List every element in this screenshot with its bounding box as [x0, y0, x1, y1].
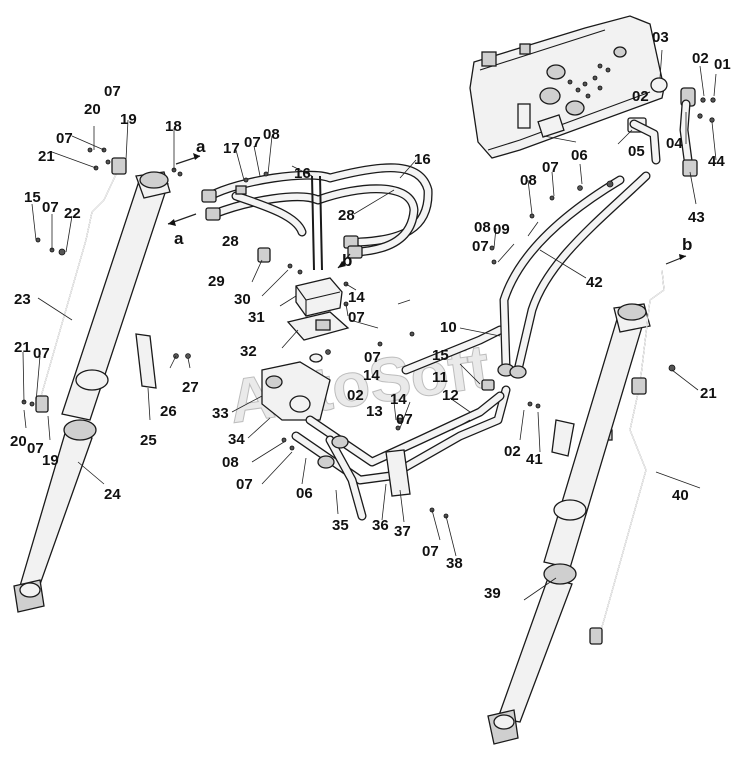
callout-label: 33 [212, 405, 229, 422]
callout-label: 05 [628, 143, 645, 160]
callout-label: 17 [223, 140, 240, 157]
callout-label: 21 [14, 339, 31, 356]
callout-label: 20 [10, 433, 27, 450]
callout-label: 07 [33, 345, 50, 362]
callout-label: 07 [56, 130, 73, 147]
callout-label: 42 [586, 274, 603, 291]
callout-label: 15 [432, 347, 449, 364]
callout-label: 08 [263, 126, 280, 143]
callout-label: 06 [296, 485, 313, 502]
callout-label: 07 [396, 411, 413, 428]
valve-block [257, 247, 350, 421]
callout-label: 18 [165, 118, 182, 135]
callout-label: 19 [120, 111, 137, 128]
callout-label: 04 [666, 135, 683, 152]
callout-label: 35 [332, 517, 349, 534]
callout-label: 08 [222, 454, 239, 471]
left-lift-cylinder [13, 171, 171, 613]
callout-label: 28 [338, 207, 355, 224]
callout-label: 07 [364, 349, 381, 366]
callout-label: 29 [208, 273, 225, 290]
callout-label: 25 [140, 432, 157, 449]
bracket-41 [551, 419, 575, 457]
callout-label: 07 [348, 309, 365, 326]
callout-label: 14 [363, 367, 380, 384]
connection-letter: b [342, 251, 352, 270]
callout-label: 02 [504, 443, 521, 460]
callout-label: 07 [236, 476, 253, 493]
connection-letter: a [196, 137, 206, 156]
callout-label: 16 [414, 151, 431, 168]
callout-label: 13 [366, 403, 383, 420]
callout-label: 21 [38, 148, 55, 165]
callout-label: 36 [372, 517, 389, 534]
callout-label: 06 [571, 147, 588, 164]
hydraulic-tank [469, 15, 665, 159]
tank-fittings [627, 77, 716, 177]
callout-label: 02 [692, 50, 709, 67]
callout-label: 32 [240, 343, 257, 360]
right-lift-cylinder [487, 303, 651, 745]
connection-markers: a a b b [167, 137, 692, 270]
callout-label: 34 [228, 431, 245, 448]
callout-label: 02 [632, 88, 649, 105]
lower-pipe-assembly [291, 325, 511, 521]
callout-label: 08 [520, 172, 537, 189]
callout-label: 28 [222, 233, 239, 250]
callout-label: 44 [708, 153, 725, 170]
upper-hose-pair [201, 163, 433, 271]
callout-label: 23 [14, 291, 31, 308]
callout-labels: 01 02 03 02 04 44 05 06 07 08 43 09 08 0… [10, 29, 731, 602]
callout-label: 43 [688, 209, 705, 226]
callout-label: 26 [160, 403, 177, 420]
callout-label: 20 [84, 101, 101, 118]
left-cylinder-tube [35, 157, 127, 413]
callout-label: 11 [432, 369, 448, 386]
callout-label: 40 [672, 487, 689, 504]
connection-letter: b [682, 235, 692, 254]
callout-label: 37 [394, 523, 411, 540]
callout-label: 03 [652, 29, 669, 46]
long-hoses [481, 171, 651, 391]
callout-label: 07 [422, 543, 439, 560]
callout-label: 27 [182, 379, 199, 396]
callout-label: 31 [248, 309, 265, 326]
callout-leaders [22, 49, 717, 601]
callout-label: 07 [244, 134, 261, 151]
callout-label: 07 [27, 440, 44, 457]
callout-label: 41 [526, 451, 543, 468]
callout-label: 09 [493, 221, 510, 238]
callout-label: 30 [234, 291, 251, 308]
callout-label: 10 [440, 319, 457, 336]
callout-label: 14 [390, 391, 407, 408]
callout-label: 22 [64, 205, 81, 222]
callout-label: 19 [42, 452, 59, 469]
callout-label: 07 [472, 238, 489, 255]
callout-label: 16 [294, 165, 311, 182]
callout-label: 07 [104, 83, 121, 100]
callout-label: 01 [714, 56, 731, 73]
callout-label: 02 [347, 387, 364, 404]
callout-label: 21 [700, 385, 717, 402]
right-cylinder-tube [589, 269, 665, 645]
callout-label: 07 [42, 199, 59, 216]
callout-label: 14 [348, 289, 365, 306]
callout-label: 08 [474, 219, 491, 236]
connection-letter: a [174, 229, 184, 248]
callout-label: 15 [24, 189, 41, 206]
callout-label: 12 [442, 387, 459, 404]
callout-label: 39 [484, 585, 501, 602]
callout-label: 07 [542, 159, 559, 176]
callout-label: 24 [104, 486, 121, 503]
callout-label: 38 [446, 555, 463, 572]
bracket-25 [135, 333, 157, 389]
